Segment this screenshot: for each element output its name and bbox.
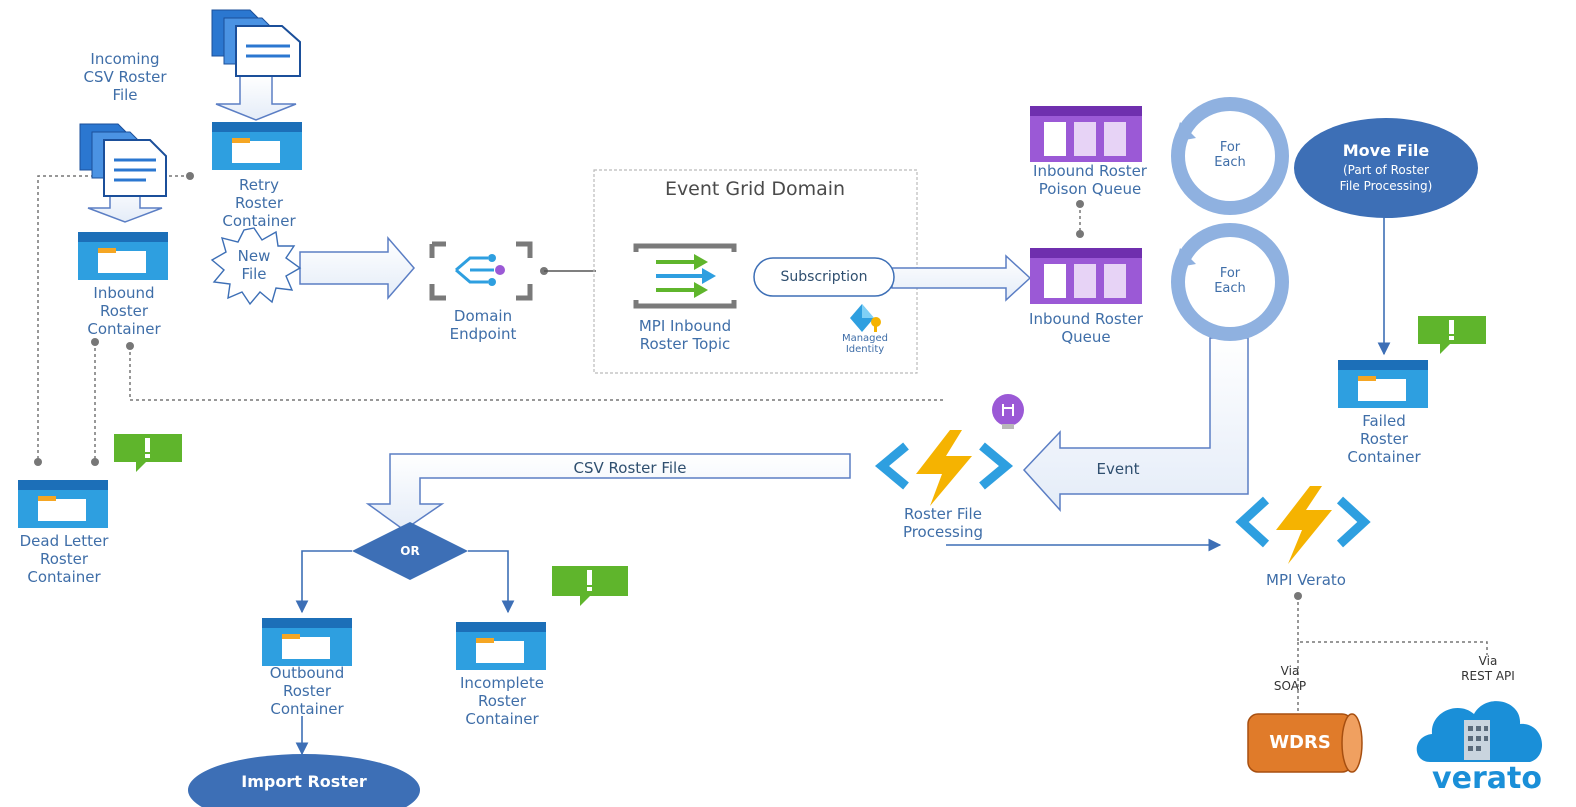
connector-dots <box>34 172 1302 600</box>
poison-queue-icon <box>1030 106 1142 162</box>
event-grid-domain-box <box>593 169 918 374</box>
event-grid-domain-title: Event Grid Domain <box>664 178 846 200</box>
inbound-queue-icon <box>1030 248 1142 304</box>
lightbulb-icon <box>992 394 1024 429</box>
thin-arrows <box>295 216 1391 756</box>
alert-icon <box>1418 316 1486 354</box>
csv-roster-file-label: CSV Roster File <box>573 459 687 477</box>
import-roster-label: Import Roster <box>241 772 367 791</box>
big-arrows <box>87 75 1249 531</box>
verato-cloud-icon <box>1416 701 1543 762</box>
inbound-container-icon <box>78 232 168 280</box>
move-file-label: Move File <box>1342 141 1430 160</box>
alert-icon <box>552 566 628 606</box>
alert-icon <box>114 434 182 472</box>
incoming-csv-file-icon <box>79 123 167 197</box>
retry-container-icon <box>212 122 302 170</box>
failed-container-icon <box>1338 360 1428 408</box>
verato-logo-text: verato <box>1432 761 1542 796</box>
wdrs-label: WDRS <box>1269 732 1331 753</box>
wdrs-cylinder-icon <box>1247 713 1363 773</box>
import-roster-process <box>188 754 420 807</box>
or-label: OR <box>400 544 420 558</box>
for-each-loop-icon <box>1171 97 1289 215</box>
new-file-starburst <box>210 227 302 306</box>
mpi-verato-label: MPI Verato <box>1266 571 1346 589</box>
managed-identity-icon <box>850 304 881 332</box>
topic-icon <box>633 243 737 309</box>
outbound-container-icon <box>262 618 352 666</box>
subscription-pill <box>753 257 895 297</box>
incomplete-container-icon <box>456 622 546 670</box>
domain-endpoint-icon <box>429 241 533 301</box>
move-file-process <box>1294 118 1478 218</box>
subscription-label: Subscription <box>780 269 868 285</box>
function-app-icon <box>874 430 1014 506</box>
event-label: Event <box>1096 460 1140 478</box>
function-app-icon <box>1235 486 1371 564</box>
or-decision-diamond <box>352 522 468 580</box>
dead-letter-container-icon <box>18 480 108 528</box>
retry-file-icon <box>211 9 301 77</box>
for-each-loop-icon <box>1171 223 1289 341</box>
